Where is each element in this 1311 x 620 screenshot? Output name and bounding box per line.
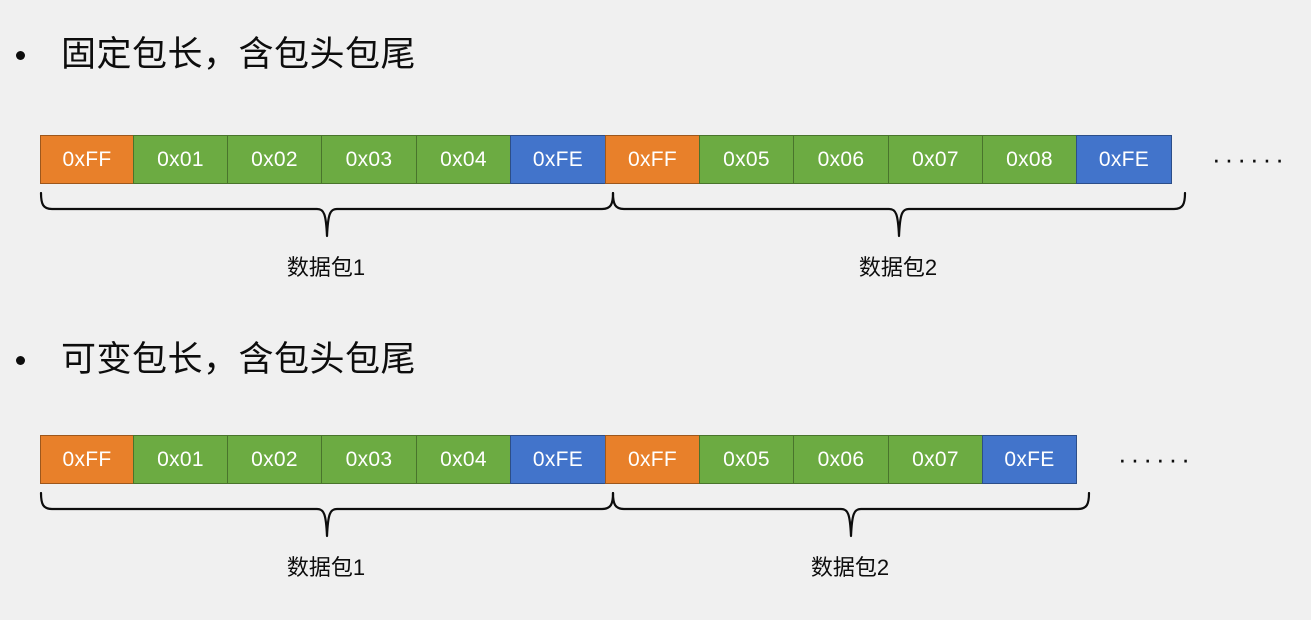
byte-cell-payload[interactable]: 0x03 [321,435,417,484]
byte-cell-payload[interactable]: 0x07 [888,135,983,184]
ellipsis-continuation: ······ [1212,144,1288,174]
byte-strip-fixed-length: 0xFF 0x01 0x02 0x03 0x04 0xFE 0xFF 0x05 … [40,135,1172,184]
brace-label-packet-2: 数据包2 [810,555,890,580]
byte-cell-payload[interactable]: 0x02 [227,135,322,184]
byte-cell-payload[interactable]: 0x06 [793,135,889,184]
byte-cell-header[interactable]: 0xFF [40,435,134,484]
byte-cell-payload[interactable]: 0x01 [133,135,228,184]
byte-cell-header[interactable]: 0xFF [605,435,700,484]
bullet-label: 固定包长，含包头包尾 [61,35,417,74]
brace-packet-1 [38,492,616,538]
brace-packet-1 [38,192,616,238]
ellipsis-continuation: ······ [1118,444,1194,474]
byte-cell-payload[interactable]: 0x01 [133,435,228,484]
brace-packet-2 [610,492,1092,538]
byte-cell-footer[interactable]: 0xFE [982,435,1077,484]
byte-cell-payload[interactable]: 0x05 [699,135,794,184]
bullet-dot-icon [16,50,25,60]
byte-cell-payload[interactable]: 0x05 [699,435,794,484]
brace-packet-2 [610,192,1188,238]
bullet-item-fixed-length: 固定包长，含包头包尾 [16,35,417,75]
bullet-item-variable-length: 可变包长，含包头包尾 [16,340,417,380]
byte-cell-payload[interactable]: 0x02 [227,435,322,484]
byte-cell-payload[interactable]: 0x07 [888,435,983,484]
bullet-label: 可变包长，含包头包尾 [61,340,417,379]
byte-cell-header[interactable]: 0xFF [40,135,134,184]
brace-label-packet-2: 数据包2 [858,255,938,280]
byte-cell-footer[interactable]: 0xFE [510,135,606,184]
brace-label-packet-1: 数据包1 [286,555,366,580]
byte-cell-footer[interactable]: 0xFE [1076,135,1172,184]
bullet-dot-icon [16,355,25,365]
byte-cell-payload[interactable]: 0x03 [321,135,417,184]
byte-cell-payload[interactable]: 0x04 [416,135,511,184]
byte-strip-variable-length: 0xFF 0x01 0x02 0x03 0x04 0xFE 0xFF 0x05 … [40,435,1077,484]
byte-cell-header[interactable]: 0xFF [605,135,700,184]
byte-cell-footer[interactable]: 0xFE [510,435,606,484]
brace-label-packet-1: 数据包1 [286,255,366,280]
byte-cell-payload[interactable]: 0x06 [793,435,889,484]
byte-cell-payload[interactable]: 0x08 [982,135,1077,184]
byte-cell-payload[interactable]: 0x04 [416,435,511,484]
